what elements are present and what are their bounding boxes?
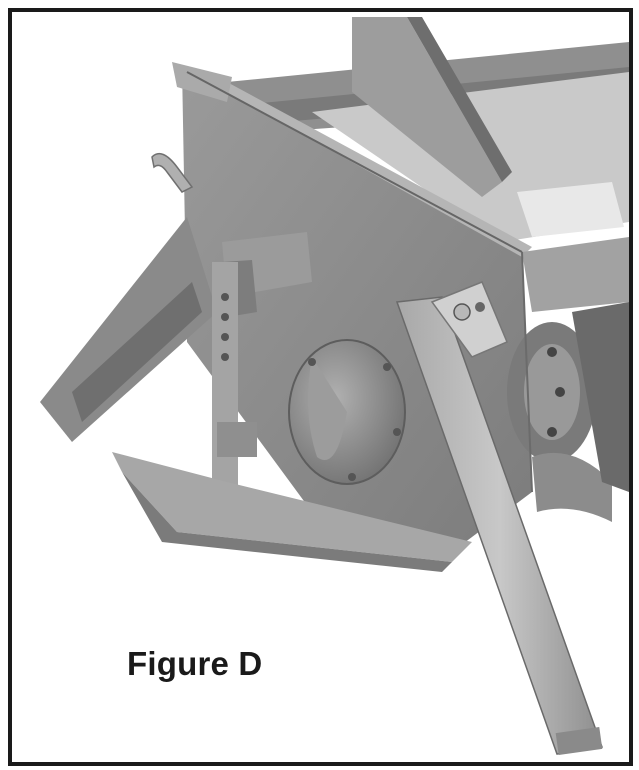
depth-bracket xyxy=(212,232,312,492)
side-shield xyxy=(40,217,217,442)
parking-stand xyxy=(395,281,604,755)
top-frame xyxy=(227,17,629,242)
rotor-assembly xyxy=(507,302,629,522)
gearbox-cover xyxy=(288,339,406,485)
figure-frame: Figure D xyxy=(8,8,633,766)
decal-label xyxy=(517,182,624,237)
figure-caption: Figure D xyxy=(127,645,263,682)
hook-handle xyxy=(151,152,194,193)
skid-shoe xyxy=(112,452,472,562)
equipment-photo xyxy=(40,17,629,755)
